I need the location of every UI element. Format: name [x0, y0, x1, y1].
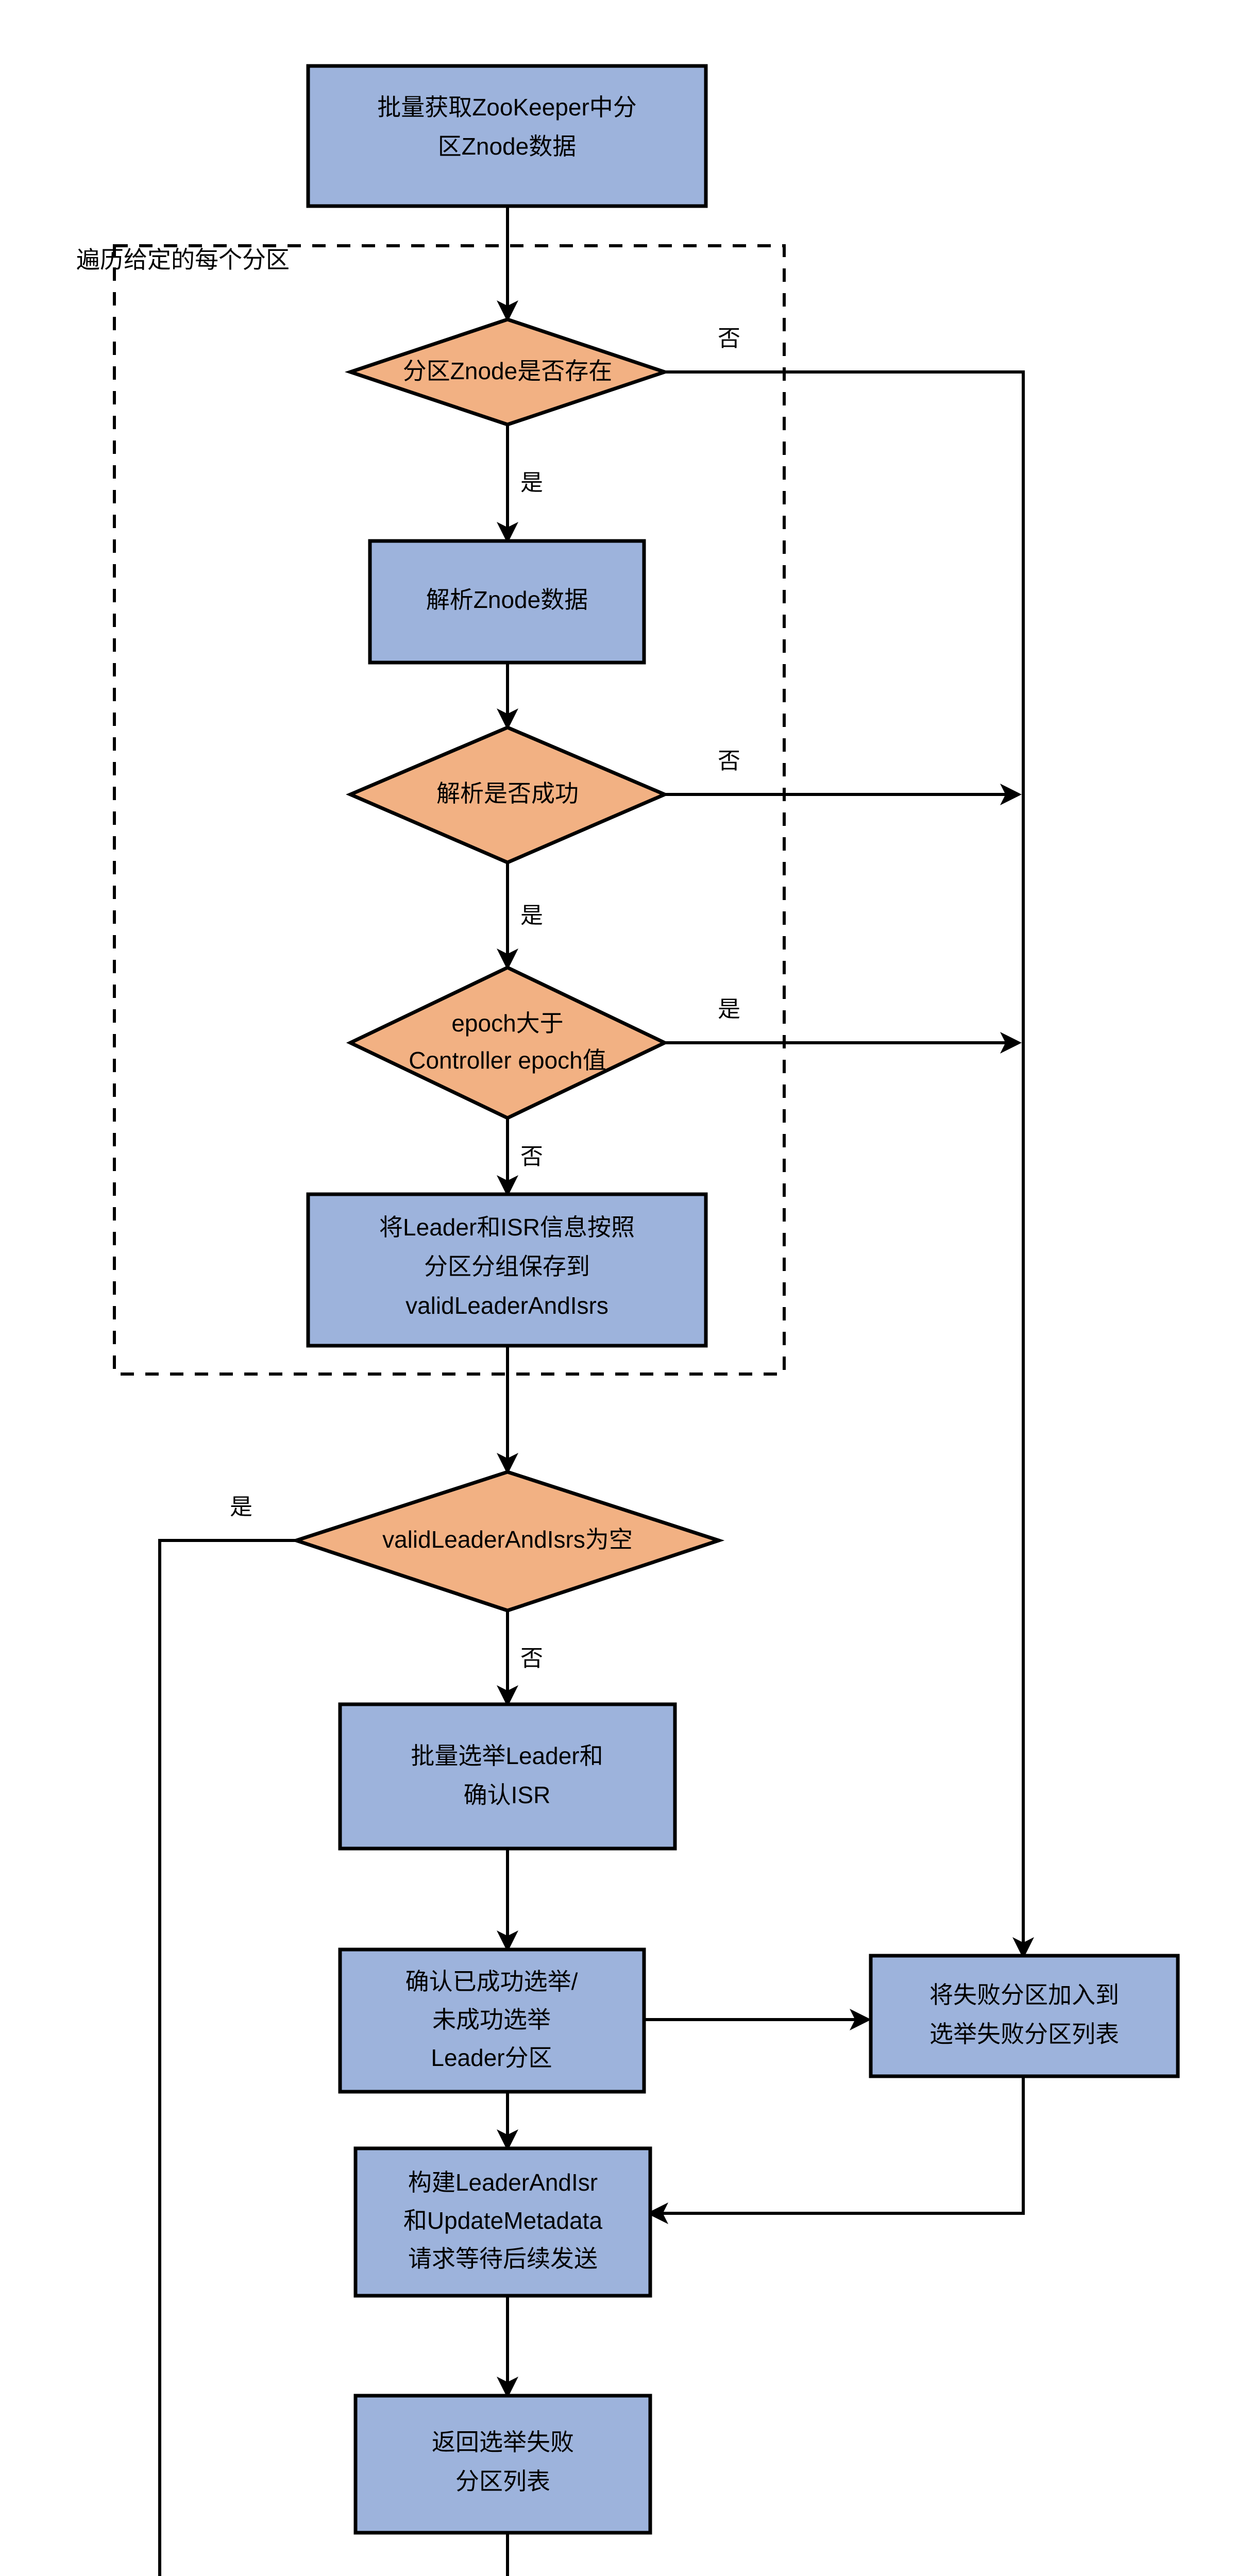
node-line: 分区分组保存到: [424, 1253, 590, 1280]
node-valid-leader-and-isrs-empty-decision[interactable]: validLeaderAndIsrs为空: [290, 1470, 725, 1613]
node-line: 批量选举Leader和: [411, 1742, 603, 1769]
node-line: epoch大于: [451, 1010, 563, 1037]
edge-valid-empty-yes-to-return-result: [158, 1539, 350, 2576]
loop-group-label: 遍历给定的每个分区: [76, 246, 290, 273]
node-parse-success-decision[interactable]: 解析是否成功: [346, 725, 669, 865]
node-save-valid-leader-and-isrs[interactable]: 将Leader和ISR信息按照 分区分组保存到 validLeaderAndIs…: [306, 1192, 708, 1348]
node-epoch-greater-decision[interactable]: epoch大于 Controller epoch值: [346, 965, 669, 1120]
node-line: Controller epoch值: [409, 1047, 606, 1074]
node-line: 确认ISR: [464, 1782, 551, 1808]
node-line: 将Leader和ISR信息按照: [379, 1214, 635, 1241]
node-line: 未成功选举: [432, 2006, 551, 2033]
node-parse-znode-data[interactable]: 解析Znode数据: [368, 539, 646, 665]
node-znode-exists-decision[interactable]: 分区Znode是否存在: [344, 317, 671, 427]
node-line: 构建LeaderAndIsr: [408, 2169, 598, 2196]
edge-label-valid-empty-no: 否: [520, 1646, 543, 1671]
node-line: Leader分区: [431, 2044, 552, 2071]
edge-label-valid-empty-yes: 是: [230, 1495, 252, 1520]
node-build-leaderandisr-updatemetadata[interactable]: 构建LeaderAndIsr 和UpdateMetadata 请求等待后续发送: [353, 2146, 652, 2298]
node-line: validLeaderAndIsrs: [405, 1292, 608, 1319]
edge-znode-exists-no-to-failed-list: [665, 370, 1034, 1959]
edge-label-parse-ok-no: 否: [718, 749, 740, 774]
edge-label-epoch-greater-yes: 是: [718, 997, 740, 1022]
edge-label-parse-ok-yes: 是: [520, 903, 543, 928]
node-line: 分区列表: [455, 2468, 550, 2495]
node-line: 解析Znode数据: [426, 586, 588, 613]
node-line: 确认已成功选举/: [405, 1968, 578, 1995]
node-line: 分区Znode是否存在: [403, 358, 612, 384]
node-line: validLeaderAndIsrs为空: [382, 1526, 633, 1553]
node-line: 区Znode数据: [438, 133, 576, 160]
edge-label-znode-exists-yes: 是: [520, 470, 543, 496]
node-add-failed-partitions[interactable]: 将失败分区加入到 选举失败分区列表: [869, 1954, 1180, 2078]
edge-failed-list-to-build-request: [647, 2076, 1025, 2224]
node-confirm-elected-partitions[interactable]: 确认已成功选举/ 未成功选举 Leader分区: [338, 1947, 646, 2094]
node-line: 批量获取ZooKeeper中分: [377, 94, 637, 121]
node-fetch-znode-data[interactable]: 批量获取ZooKeeper中分 区Znode数据: [306, 64, 708, 208]
node-batch-elect-leader[interactable]: 批量选举Leader和 确认ISR: [338, 1702, 677, 1851]
node-line: 请求等待后续发送: [408, 2245, 598, 2272]
node-line: 解析是否成功: [436, 780, 579, 807]
node-return-failed-partition-list[interactable]: 返回选举失败 分区列表: [353, 2394, 652, 2535]
node-line: 将失败分区加入到: [929, 1981, 1119, 2008]
node-line: 和UpdateMetadata: [403, 2207, 603, 2234]
loop-group-box: [113, 244, 786, 1376]
edge-label-epoch-greater-no: 否: [520, 1144, 543, 1170]
edge-label-znode-exists-no: 否: [718, 326, 740, 351]
node-line: 返回选举失败: [432, 2429, 574, 2455]
node-line: 选举失败分区列表: [929, 2021, 1119, 2047]
